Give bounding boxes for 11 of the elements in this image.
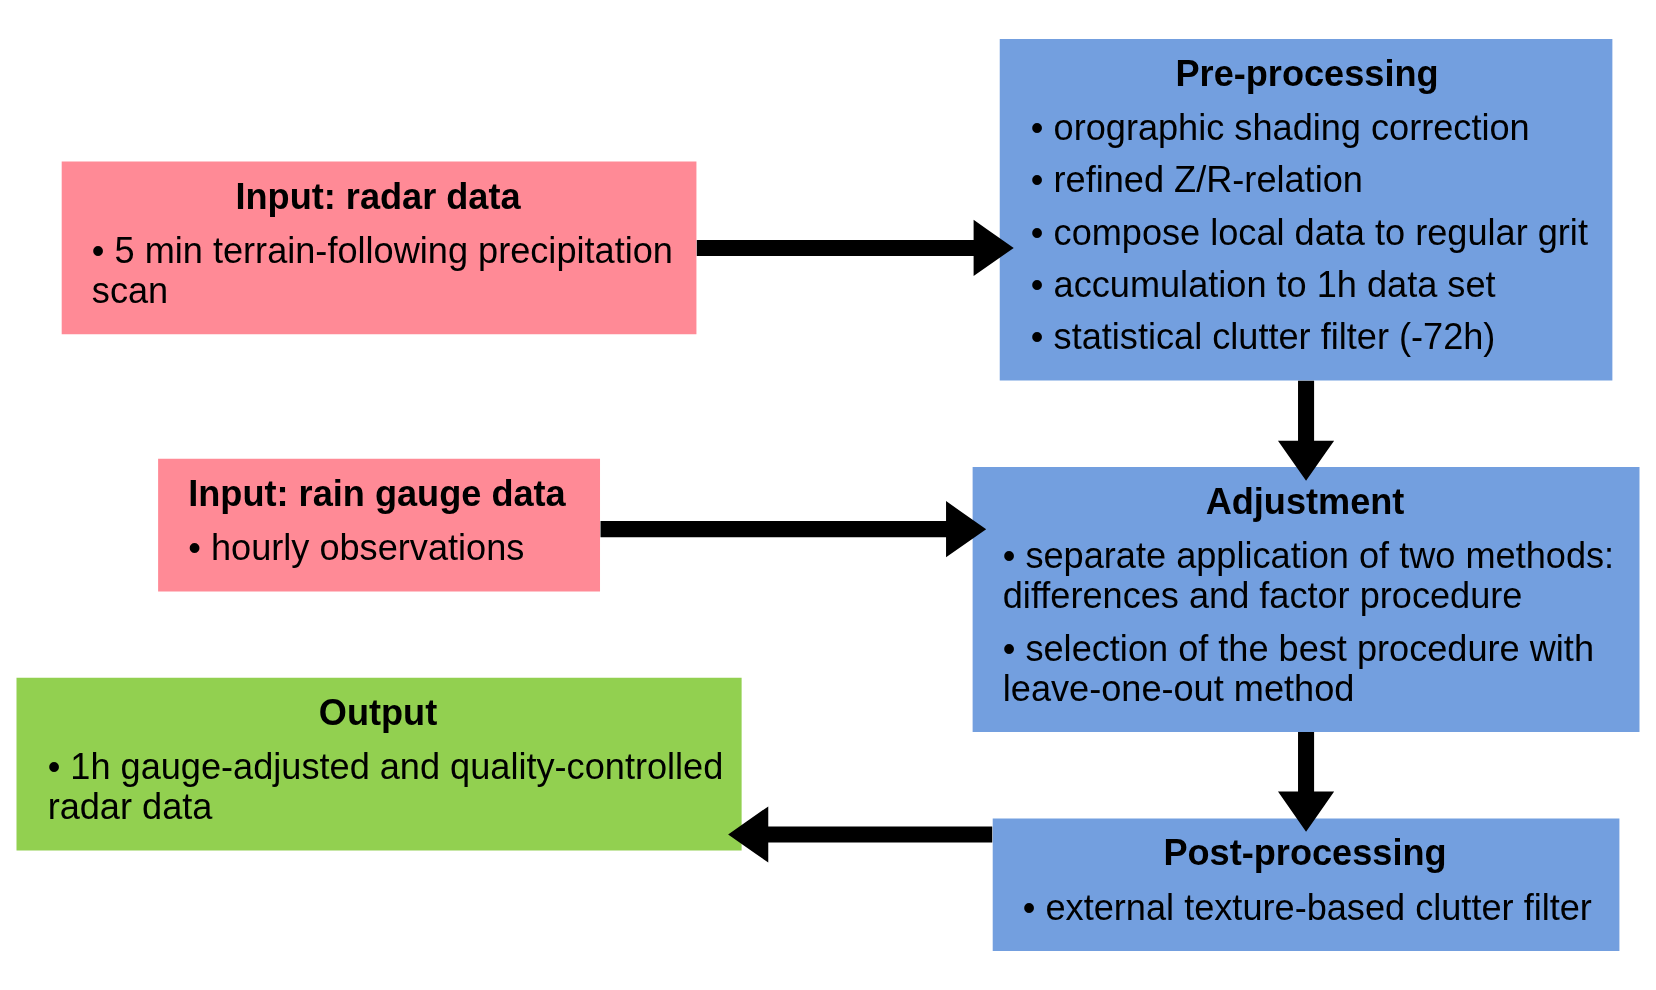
- node-box: Input: radar data • 5 min terrain-following precipitation scan: [61, 161, 697, 335]
- node-box: Post-processing • external texture-based clutter filter: [992, 818, 1620, 951]
- node-box: Pre-processing • orographic shading correction • refined Z/R-relation • compose local data to regular grit • accumulation to 1h data set • statistical clutter filter (-72h): [999, 39, 1613, 381]
- node-box: Output • 1h gauge-adjusted and quality-controlled radar data: [16, 677, 742, 851]
- node-box: Input: rain gauge data • hourly observations: [158, 458, 600, 592]
- arrow: [696, 219, 1014, 276]
- node-box: Adjustment • separate application of two methods: differences and factor procedure • selection of the best procedure with leave-one-out method: [972, 466, 1640, 732]
- arrow: [1278, 380, 1335, 481]
- arrow: [600, 501, 987, 558]
- arrow: [728, 806, 993, 863]
- arrow: [1278, 732, 1335, 832]
